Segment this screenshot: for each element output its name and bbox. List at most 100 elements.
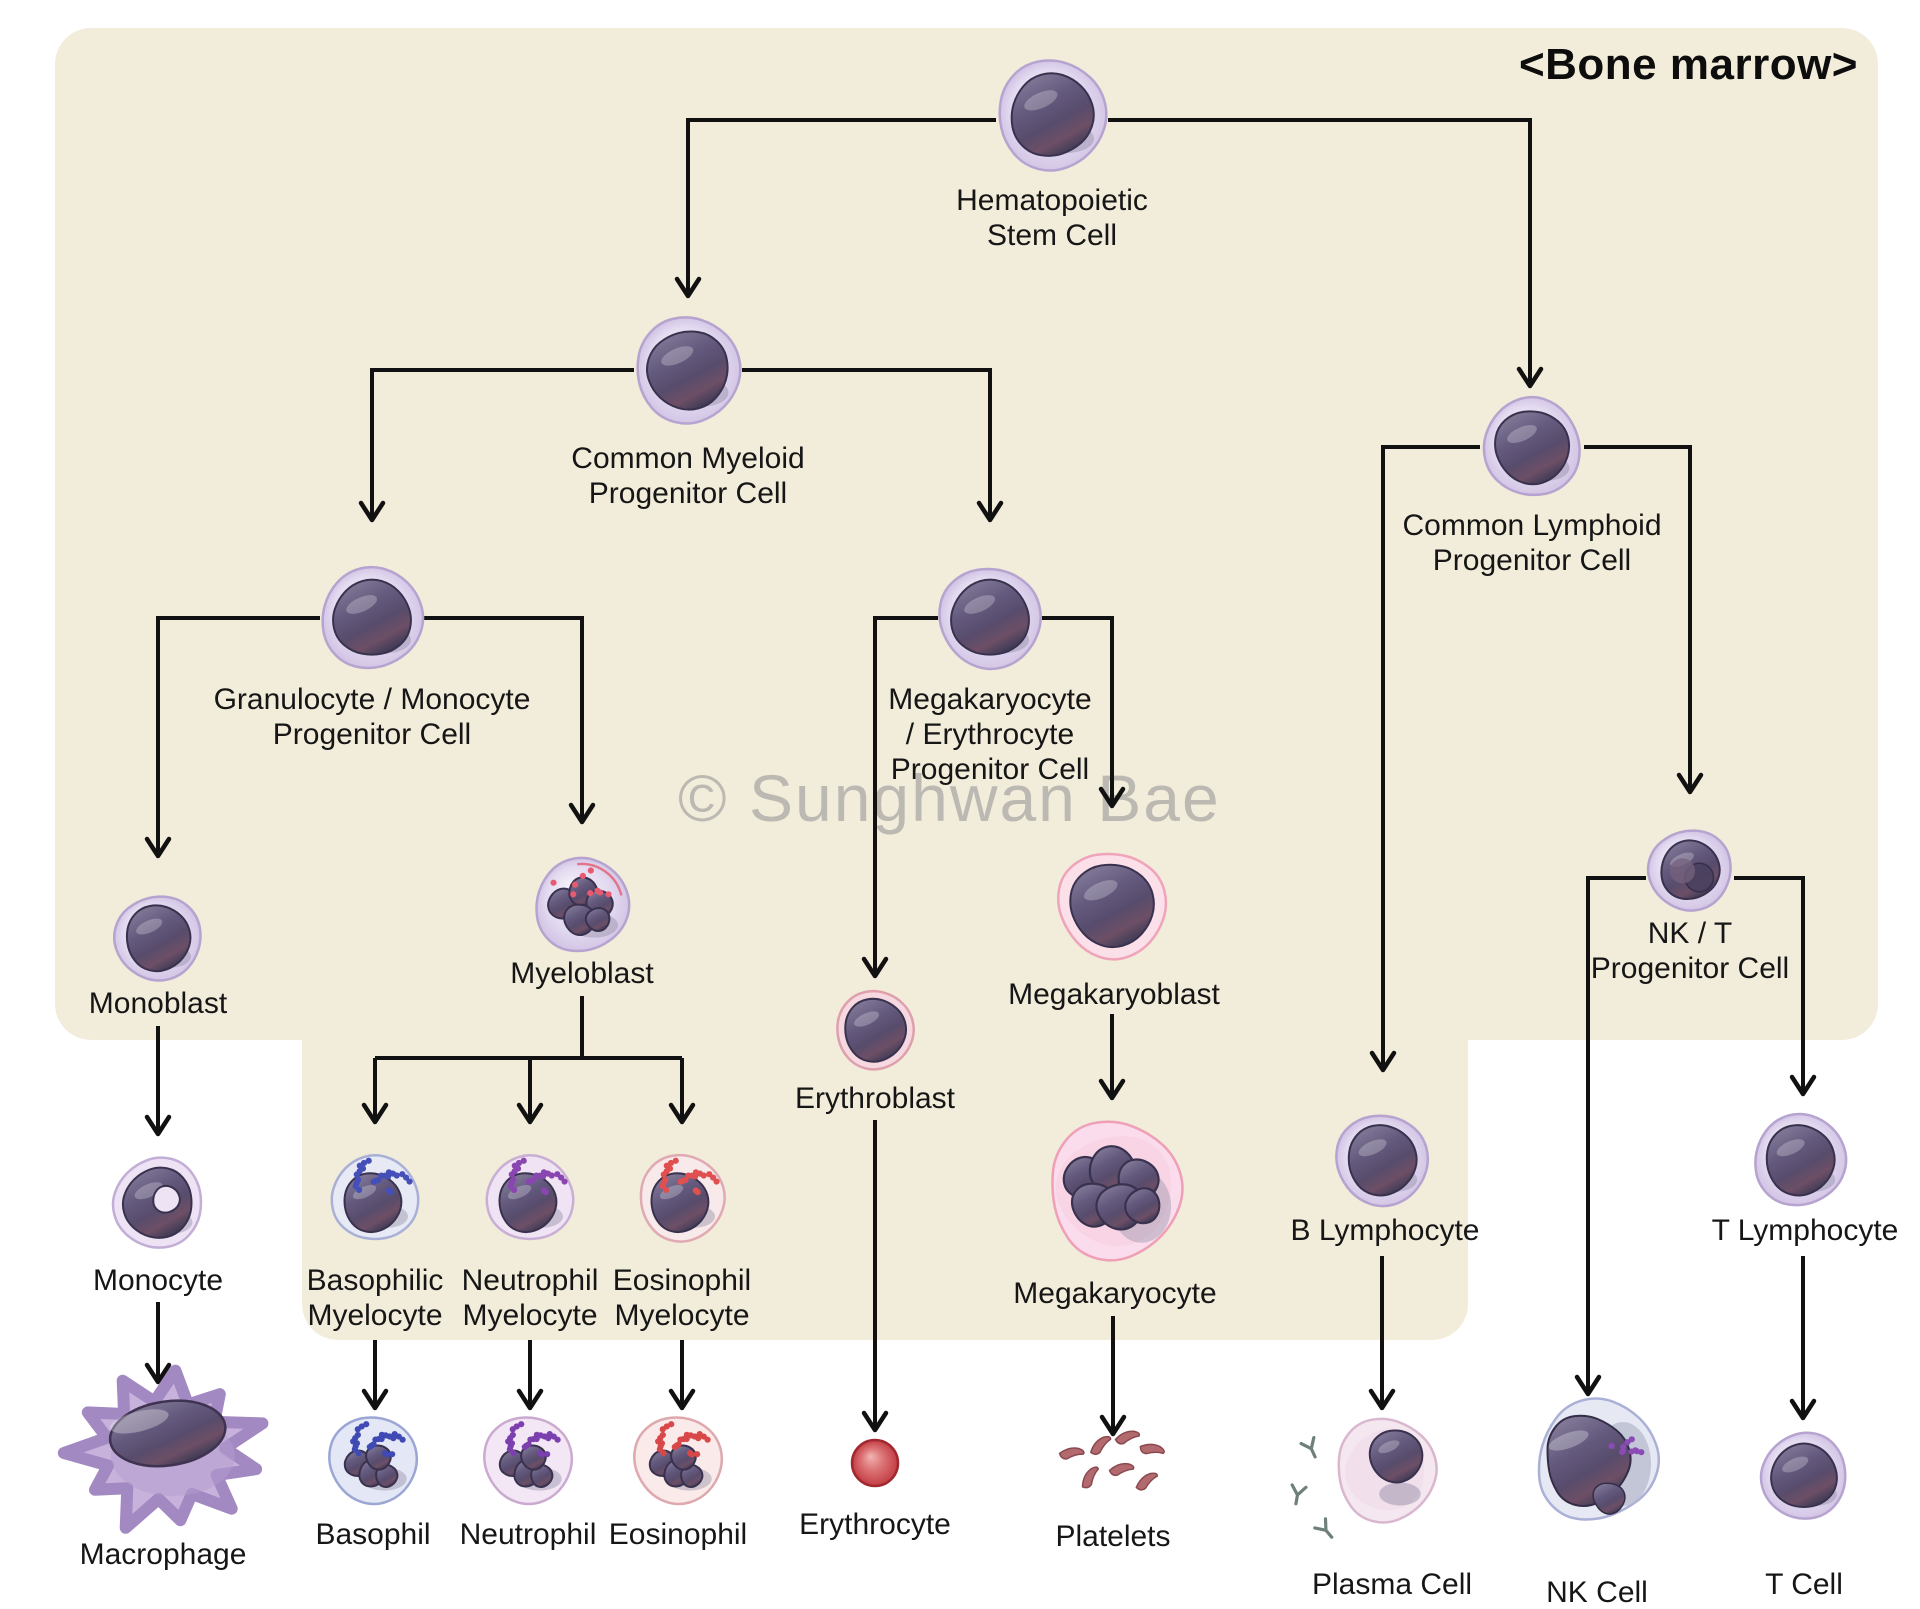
watermark: © Sunghwan Bae: [678, 761, 1221, 835]
cell-tLymph: [1754, 1112, 1848, 1207]
label-neutrophil: Neutrophil: [459, 1518, 597, 1551]
label-eosinophil: Eosinophil: [608, 1518, 748, 1551]
cell-plasma: [1290, 1417, 1438, 1539]
arrowhead: [358, 500, 386, 523]
cell-megakaryocyte: [1051, 1120, 1184, 1262]
edge-cmp-gmp: [358, 368, 634, 523]
cell-gmp: [321, 565, 425, 670]
arrowhead: [1368, 1388, 1396, 1411]
label-tcell: T Cell: [1765, 1568, 1843, 1601]
edge-neutMyelo-neutrophil: [516, 1340, 544, 1411]
label-erythrocyte: Erythrocyte: [799, 1508, 951, 1541]
label-macrophage: Macrophage: [79, 1538, 247, 1571]
edge-myelocyte-branch-basoMyelo: [361, 1058, 389, 1125]
cell-nkt: [1646, 829, 1732, 912]
label-monocyte: Monocyte: [92, 1264, 224, 1297]
arrowhead: [674, 276, 702, 299]
label-plasma: Plasma Cell: [1311, 1568, 1473, 1601]
cell-tcell: [1759, 1431, 1847, 1520]
cell-basoMyelo: [330, 1154, 420, 1241]
cell-macrophage: [57, 1364, 269, 1534]
edge-eosMyelo-eosinophil: [668, 1340, 696, 1411]
edge-bLymph-plasma: [1368, 1256, 1396, 1411]
edge-gmp-monoblast: [144, 616, 320, 859]
arrowhead: [1098, 786, 1126, 809]
cell-monocyte: [111, 1156, 203, 1249]
cell-clp: [1482, 395, 1581, 497]
edge-megakaryoblast-megakaryocyte: [1098, 1014, 1126, 1101]
label-bLymph: B Lymphocyte: [1290, 1214, 1480, 1247]
arrowhead: [516, 1102, 544, 1125]
arrowhead: [144, 836, 172, 859]
arrowhead: [1516, 366, 1544, 389]
edge-monoblast-monocyte: [144, 1026, 172, 1137]
page-title: <Bone marrow>: [1518, 40, 1858, 89]
cell-megakaryoblast: [1057, 852, 1168, 961]
cell-erythrocyte: [850, 1438, 900, 1488]
arrowhead: [361, 1102, 389, 1125]
arrowhead: [1789, 1398, 1817, 1421]
edge-myelocyte-branch-eosMyelo: [668, 1058, 696, 1125]
cell-monoblast: [112, 895, 202, 982]
arrowhead: [144, 1362, 172, 1385]
cell-erythroblast: [836, 989, 915, 1071]
edge-basoMyelo-basophil: [361, 1340, 389, 1411]
cell-myeloblast: [535, 856, 631, 953]
edge-clp-bLymph: [1369, 445, 1480, 1073]
cell-eosMyelo: [639, 1153, 726, 1243]
arrowhead: [1789, 1074, 1817, 1097]
arrowhead: [861, 956, 889, 979]
edge-nkt-nk: [1574, 876, 1646, 1397]
label-myeloblast: Myeloblast: [510, 957, 654, 990]
arrowhead: [668, 1102, 696, 1125]
edge-erythroblast-erythrocyte: [861, 1120, 889, 1433]
edge-gmp-myeloblast: [424, 616, 596, 825]
arrowhead: [144, 1114, 172, 1137]
edge-hsc-clp: [1108, 118, 1544, 389]
arrowhead: [516, 1388, 544, 1411]
arrowhead: [568, 802, 596, 825]
edge-hsc-cmp: [674, 118, 996, 299]
arrowhead: [1574, 1374, 1602, 1397]
edge-nkt-tLymph: [1734, 876, 1817, 1097]
cell-hsc: [998, 59, 1108, 172]
arrowhead: [668, 1388, 696, 1411]
label-basophil: Basophil: [315, 1518, 431, 1551]
arrowhead: [1369, 1050, 1397, 1073]
cell-nk: [1537, 1397, 1661, 1521]
cell-neutMyelo: [485, 1154, 575, 1241]
edge-tLymph-tcell: [1789, 1256, 1817, 1421]
cell-platelets: [1058, 1430, 1165, 1491]
arrowhead: [1098, 1078, 1126, 1101]
label-megakaryoblast: Megakaryoblast: [1008, 978, 1220, 1011]
edge-megakaryocyte-platelets: [1099, 1316, 1127, 1437]
label-monoblast: Monoblast: [88, 987, 228, 1020]
edge-cmp-mep: [742, 368, 1004, 523]
cell-eosinophil: [633, 1416, 724, 1506]
label-megakaryocyte: Megakaryocyte: [1013, 1277, 1217, 1310]
cell-cmp: [636, 316, 742, 425]
arrowhead: [1676, 772, 1704, 795]
label-tLymph: T Lymphocyte: [1711, 1214, 1899, 1247]
edge-mep-megakaryoblast: [1042, 616, 1126, 809]
cell-basophil: [328, 1416, 419, 1506]
label-erythroblast: Erythroblast: [794, 1082, 956, 1115]
arrowhead: [361, 1388, 389, 1411]
edge-clp-nkt: [1584, 445, 1704, 795]
cell-mep: [938, 567, 1042, 671]
arrowhead: [976, 500, 1004, 523]
arrowhead: [1099, 1414, 1127, 1437]
cell-neutrophil: [483, 1416, 574, 1506]
label-platelets: Platelets: [1055, 1520, 1171, 1553]
edge-myelocyte-branch-neutMyelo: [516, 1058, 544, 1125]
